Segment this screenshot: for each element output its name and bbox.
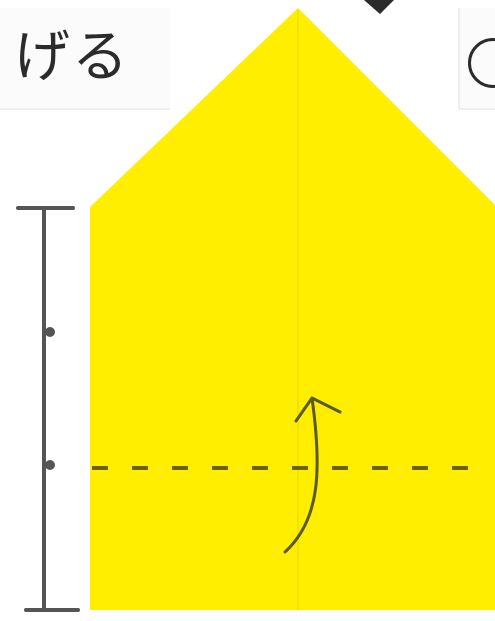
- down-arrow-icon: [364, 0, 394, 14]
- scale-mark-1: [45, 327, 55, 337]
- scale-mark-2: [45, 460, 55, 470]
- measure-scale: [18, 208, 78, 610]
- origami-paper: [90, 8, 495, 610]
